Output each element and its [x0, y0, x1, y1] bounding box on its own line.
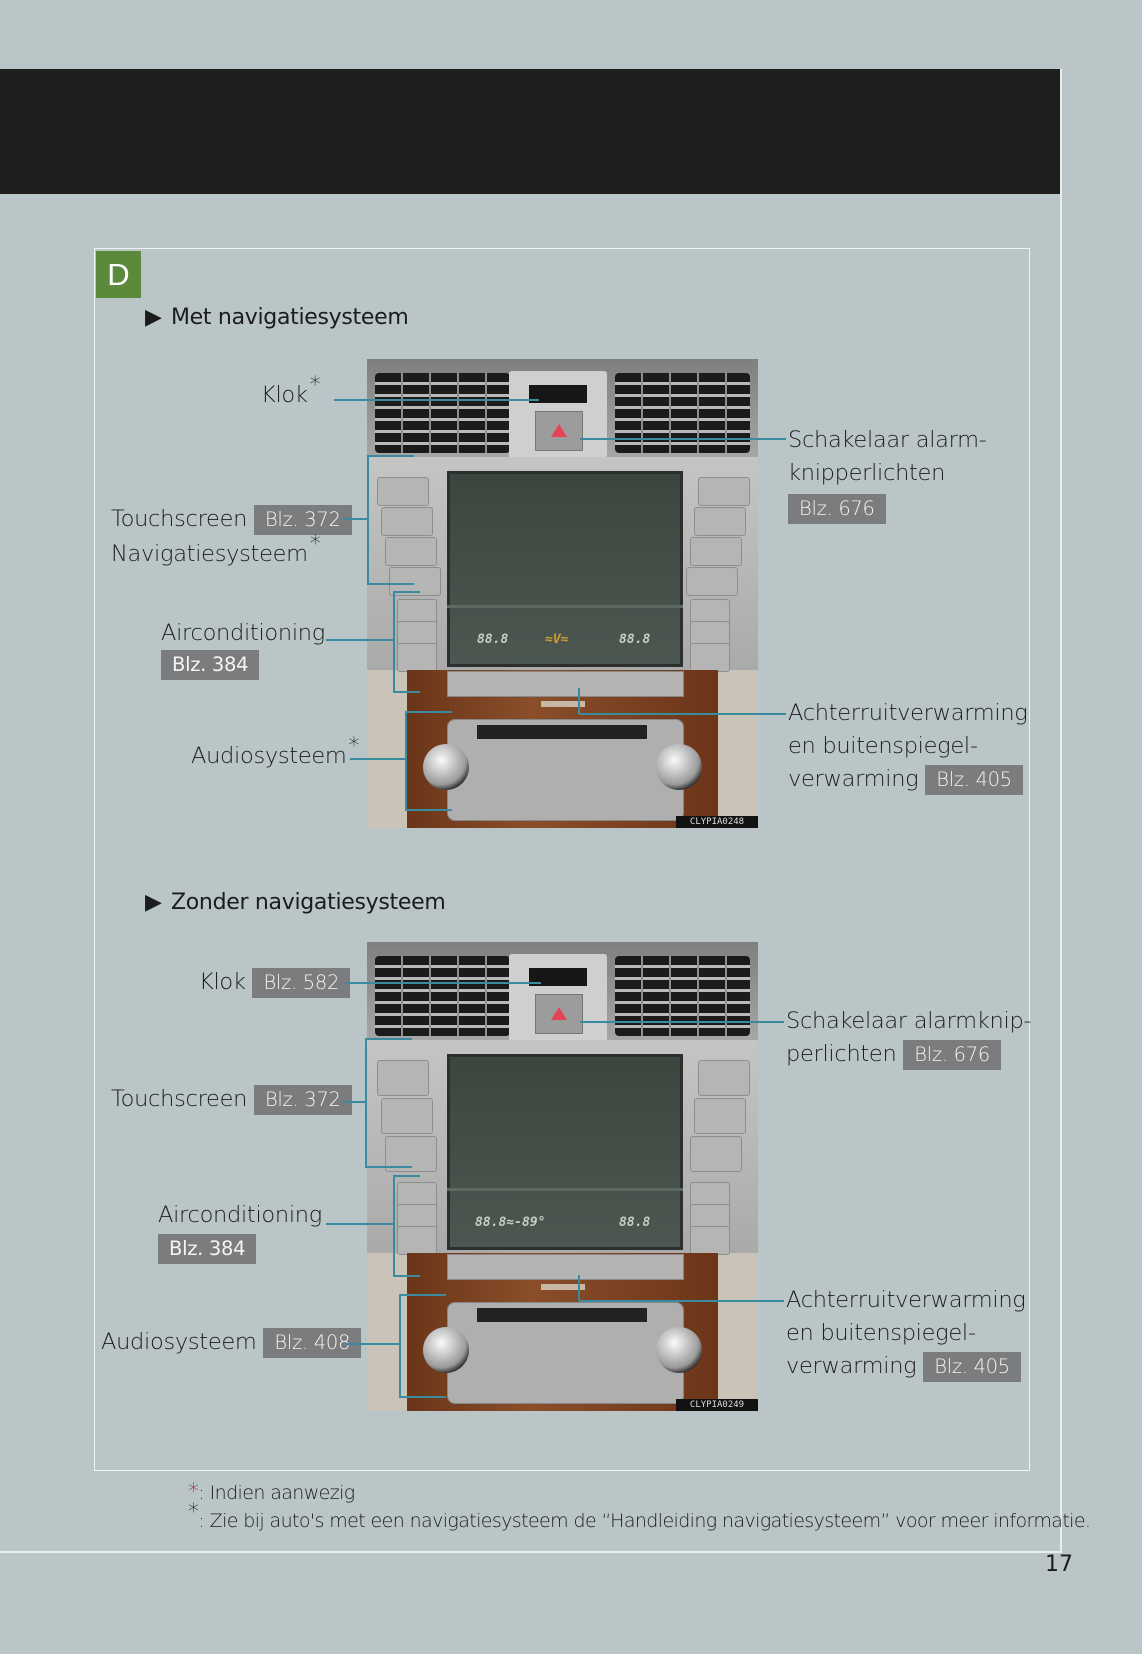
- cd-slot: [477, 1308, 647, 1322]
- leader-line-audio: [345, 1343, 400, 1345]
- lcd-fan: ≈V≈: [545, 632, 569, 647]
- footnote-navigation: *: Zie bij auto's met een navigatiesyste…: [188, 1500, 1091, 1532]
- bracket-audio: [405, 711, 452, 811]
- leader-line-hazard: [580, 1021, 784, 1023]
- page-ref-badge[interactable]: Blz. 405: [925, 764, 1023, 795]
- callout-touchscreen: Touchscreen Blz. 372: [111, 1083, 352, 1116]
- page-ref-badge[interactable]: Blz. 384: [161, 650, 260, 680]
- asterisk-mark: *: [309, 532, 321, 557]
- page-border-bottom: [0, 1551, 1062, 1553]
- bracket-audio: [399, 1294, 446, 1398]
- bracket-touchscreen: [365, 1038, 412, 1168]
- callout-defogger: Achterruitverwarming en buitenspiegel- v…: [788, 697, 1028, 796]
- callout-aircon: Airconditioning: [158, 1202, 322, 1228]
- tune-knob: [656, 744, 702, 790]
- bracket-aircon: [393, 591, 420, 693]
- callout-hazard: Schakelaar alarm- knipperlichten Blz. 67…: [788, 424, 987, 525]
- tune-knob: [656, 1327, 702, 1373]
- page-ref-badge[interactable]: Blz. 408: [263, 1327, 362, 1358]
- leader-line-touchscreen: [343, 518, 368, 520]
- callout-audio: Audiosysteem*: [191, 734, 360, 769]
- bracket-aircon: [393, 1175, 420, 1277]
- brand-logo: [541, 701, 585, 707]
- leader-line-defogger: [579, 713, 786, 715]
- page-ref-badge[interactable]: Blz. 384: [158, 1234, 257, 1264]
- footnote-optional: *: Indien aanwezig: [188, 1480, 355, 1505]
- clock-display: [509, 371, 607, 459]
- leader-line-aircon: [326, 639, 394, 641]
- leader-line-aircon: [326, 1223, 394, 1225]
- page-ref-badge[interactable]: Blz. 372: [253, 504, 352, 535]
- lcd-temp-right: 88.8: [619, 1215, 651, 1230]
- page-ref-badge[interactable]: Blz. 405: [923, 1351, 1021, 1382]
- leader-arrow-defogger: [578, 1275, 580, 1301]
- touchscreen-display: [447, 1054, 683, 1250]
- callout-defogger: Achterruitverwarming en buitenspiegel- v…: [786, 1284, 1026, 1383]
- callout-clock: Klok*: [261, 373, 321, 408]
- touchscreen-display: [447, 471, 683, 667]
- section-title-text: Zonder navigatiesysteem: [171, 890, 446, 915]
- section-title-with-nav: ▶ Met navigatiesysteem: [145, 305, 409, 330]
- bracket-touchscreen: [367, 455, 414, 585]
- page-ref-badge[interactable]: Blz. 676: [903, 1039, 1001, 1070]
- dashboard-image-with-nav: 88.8 ≈V≈ 88.8 CLYPIA0248: [367, 359, 758, 828]
- triangle-bullet-icon: ▶: [145, 890, 162, 915]
- callout-clock: Klok Blz. 582: [199, 966, 351, 999]
- image-code: CLYPIA0248: [676, 816, 758, 828]
- hazard-icon: [535, 994, 583, 1034]
- page-ref-badge[interactable]: Blz. 372: [253, 1084, 352, 1115]
- page-ref-badge[interactable]: Blz. 676: [788, 493, 886, 524]
- section-title-text: Met navigatiesysteem: [171, 305, 409, 330]
- triangle-bullet-icon: ▶: [145, 305, 162, 330]
- clock-display: [509, 954, 607, 1042]
- volume-knob: [423, 744, 469, 790]
- leader-line-clock: [334, 399, 539, 401]
- callout-touchscreen: Touchscreen Blz. 372: [111, 503, 352, 536]
- climate-button-row: [447, 1254, 684, 1280]
- chapter-header-band: [0, 69, 1061, 194]
- callout-audio: Audiosysteem Blz. 408: [101, 1326, 362, 1359]
- climate-button-row: [447, 671, 684, 697]
- asterisk-red-icon: *: [188, 1480, 199, 1505]
- hazard-icon: [535, 411, 583, 451]
- lcd-temp-left: 88.8≈-89°: [475, 1215, 546, 1230]
- page-number: 17: [1045, 1552, 1073, 1577]
- leader-line-audio: [350, 758, 406, 760]
- leader-line-hazard: [580, 438, 786, 440]
- volume-knob: [423, 1327, 469, 1373]
- asterisk-mark: *: [348, 734, 360, 759]
- asterisk-icon: *: [188, 1500, 199, 1525]
- lcd-temp-right: 88.8: [619, 632, 651, 647]
- leader-line-clock: [345, 982, 541, 984]
- callout-hazard: Schakelaar alarmknip- perlichten Blz. 67…: [786, 1005, 1032, 1071]
- callout-aircon-page: Blz. 384: [158, 1234, 257, 1264]
- content-frame: [94, 248, 1030, 1471]
- page-border-right: [1060, 69, 1062, 1553]
- lcd-temp-left: 88.8: [477, 632, 509, 647]
- cd-slot: [477, 725, 647, 739]
- leader-line-touchscreen: [343, 1101, 366, 1103]
- asterisk-mark: *: [309, 373, 321, 398]
- brand-logo: [541, 1284, 585, 1290]
- callout-navigation: Navigatiesysteem*: [111, 532, 321, 567]
- callout-aircon: Airconditioning: [161, 620, 325, 646]
- leader-line-defogger: [579, 1300, 784, 1302]
- section-tab: D: [96, 251, 141, 298]
- callout-aircon-page: Blz. 384: [161, 650, 260, 680]
- image-code: CLYPIA0249: [676, 1399, 758, 1411]
- leader-arrow-defogger: [578, 688, 580, 714]
- section-title-without-nav: ▶ Zonder navigatiesysteem: [145, 890, 446, 915]
- page-ref-badge[interactable]: Blz. 582: [252, 967, 351, 998]
